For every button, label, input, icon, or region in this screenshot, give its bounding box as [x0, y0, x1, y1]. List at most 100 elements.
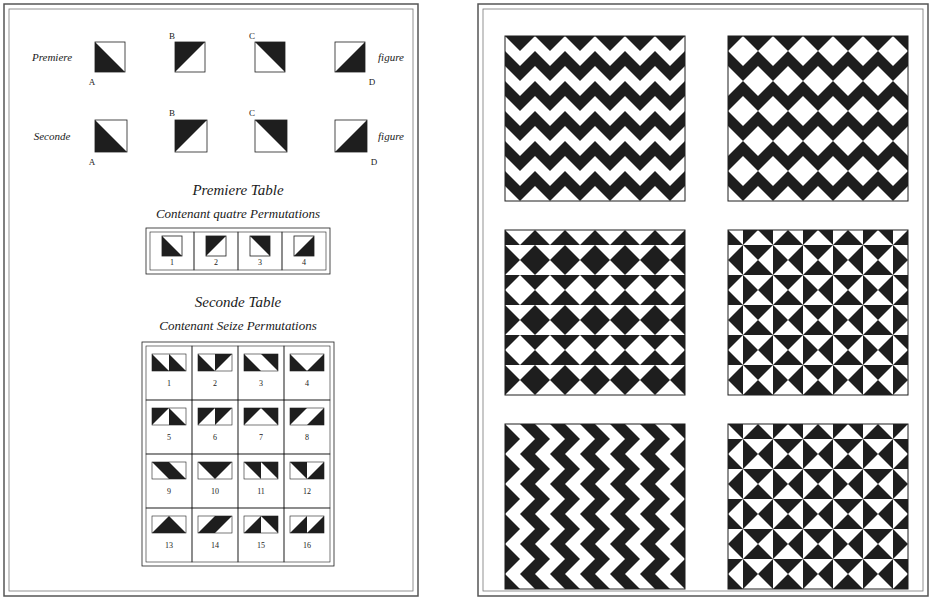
tile-triangle	[535, 574, 550, 589]
tile-triangle	[625, 454, 640, 469]
letter: C	[249, 109, 255, 118]
tile-triangle	[773, 305, 788, 320]
tile-triangle	[848, 350, 863, 365]
tile-triangle	[803, 424, 818, 439]
tile-triangle	[550, 469, 565, 484]
tile-triangle	[565, 126, 580, 141]
tile-triangle	[520, 111, 535, 126]
tile-triangle	[878, 111, 893, 126]
tile-triangle	[595, 36, 610, 51]
tile-triangle	[535, 305, 550, 320]
tile-triangle	[535, 529, 550, 544]
tile-triangle	[773, 126, 788, 141]
tile-triangle	[640, 111, 655, 126]
tile-triangle	[803, 514, 818, 529]
tile-triangle	[773, 290, 788, 305]
tile-triangle	[728, 424, 743, 439]
tile-triangle	[878, 365, 893, 380]
tile-triangle	[773, 245, 788, 260]
tile-pair-border	[198, 354, 232, 371]
table-cell	[284, 454, 330, 508]
tile-triangle	[833, 81, 848, 96]
tile-triangle	[580, 260, 595, 275]
tile-triangle	[893, 111, 908, 126]
tile-triangle	[848, 36, 863, 51]
tile-triangle	[505, 126, 520, 141]
letter: B	[169, 109, 175, 118]
tile-triangle	[595, 335, 610, 350]
tile-triangle	[655, 305, 670, 320]
tile-triangle	[595, 111, 610, 126]
tile-triangle	[565, 544, 580, 559]
tile-triangle	[505, 260, 520, 275]
tile-triangle	[743, 320, 758, 335]
tile-triangle	[640, 335, 655, 350]
tile-triangle	[743, 96, 758, 111]
tile-triangle	[520, 514, 535, 529]
tile-triangle	[261, 354, 278, 371]
tile-triangle	[728, 81, 743, 96]
tile-triangle	[610, 439, 625, 454]
tile-triangle	[535, 141, 550, 156]
tile-triangle	[670, 544, 685, 559]
tile-pair-border	[152, 408, 186, 425]
tile-triangle	[520, 380, 535, 395]
tile-pair-border	[290, 354, 324, 371]
tile-triangle	[580, 335, 595, 350]
tile-triangle	[878, 574, 893, 589]
tile-triangle	[655, 529, 670, 544]
tile-triangle	[758, 469, 773, 484]
tile-triangle	[565, 275, 580, 290]
tile-triangle	[565, 141, 580, 156]
tile-triangle	[893, 350, 908, 365]
table-border	[146, 228, 330, 274]
tile-triangle	[520, 290, 535, 305]
tile-triangle	[788, 365, 803, 380]
tile-pair-border	[290, 408, 324, 425]
tile-triangle	[773, 260, 788, 275]
tile-triangle	[803, 141, 818, 156]
tile-triangle	[878, 290, 893, 305]
tile-triangle	[863, 51, 878, 66]
tile-triangle	[758, 141, 773, 156]
tile-triangle	[743, 245, 758, 260]
tile-triangle	[580, 51, 595, 66]
tile-triangle	[95, 120, 127, 152]
tile-triangle	[743, 171, 758, 186]
tile-triangle	[625, 350, 640, 365]
tile-triangle	[505, 454, 520, 469]
tile-triangle	[655, 469, 670, 484]
tile-triangle	[610, 424, 625, 439]
tile-triangle	[803, 469, 818, 484]
tile-triangle	[788, 156, 803, 171]
tile-triangle	[893, 141, 908, 156]
tile-triangle	[505, 529, 520, 544]
tile-triangle	[758, 81, 773, 96]
tile-triangle	[728, 260, 743, 275]
cell-number: 14	[211, 542, 219, 550]
pattern-border	[505, 230, 685, 395]
cell-number: 7	[259, 434, 263, 442]
tile-triangle	[788, 260, 803, 275]
tile-triangle	[610, 260, 625, 275]
tile-triangle	[818, 380, 833, 395]
tile-triangle	[198, 516, 215, 533]
tile-triangle	[580, 186, 595, 201]
table-subtitle: Contenant quatre Permutations	[156, 207, 320, 220]
tile-triangle	[758, 439, 773, 454]
tile-triangle	[863, 484, 878, 499]
tile-triangle	[788, 245, 803, 260]
tile-triangle	[743, 574, 758, 589]
pattern-border	[728, 36, 908, 201]
tile-triangle	[610, 320, 625, 335]
tile-triangle	[833, 559, 848, 574]
tile-triangle	[640, 514, 655, 529]
tile-triangle	[833, 260, 848, 275]
tile-triangle	[893, 156, 908, 171]
tile-triangle	[565, 81, 580, 96]
tile-triangle	[803, 66, 818, 81]
tile-triangle	[728, 186, 743, 201]
tile-triangle	[580, 66, 595, 81]
tile-triangle	[640, 171, 655, 186]
tile-triangle	[595, 574, 610, 589]
